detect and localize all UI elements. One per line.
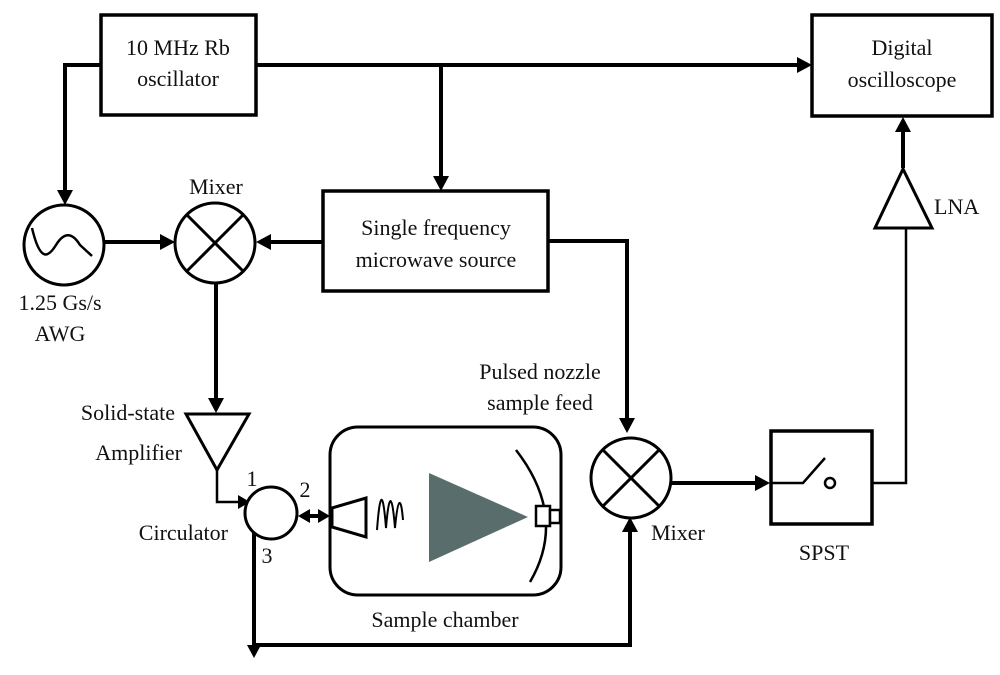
arrowhead-amp	[208, 398, 224, 413]
spst-label: SPST	[799, 540, 850, 565]
wave-pulse-icon	[376, 498, 404, 531]
awg-line2: AWG	[35, 321, 86, 346]
rb-oscillator-block: 10 MHz Rb oscillator	[99, 13, 258, 117]
oscilloscope-line2: oscilloscope	[848, 67, 957, 92]
awg-icon	[22, 203, 106, 287]
arrowhead-circ-port1	[238, 495, 250, 509]
arrowhead-scope-bottom	[895, 117, 911, 132]
wire-mw-to-mixer2	[548, 239, 629, 420]
switch-icon	[771, 457, 826, 485]
amplifier-block: Solid-state Amplifier	[81, 400, 252, 474]
mixer1-label: Mixer	[189, 174, 243, 199]
arrowhead-mixer1-right	[256, 234, 271, 250]
amplifier-icon	[183, 412, 252, 474]
oscilloscope-line1: Digital	[871, 35, 932, 60]
nozzle-label-group: Pulsed nozzle sample feed	[479, 359, 601, 415]
nozzle-icon	[534, 504, 552, 528]
lna-icon	[872, 165, 935, 230]
arrowhead-circ-port2	[298, 509, 310, 523]
molecular-beam-icon	[429, 473, 528, 562]
sine-wave-icon	[30, 227, 93, 257]
rb-oscillator-line2: oscillator	[137, 66, 220, 91]
mw-source-block: Single frequency microwave source	[321, 189, 550, 293]
arrowhead-chamber	[318, 509, 330, 523]
arrowhead-awg	[57, 190, 73, 205]
circulator-icon	[243, 485, 299, 541]
arrowhead-scope	[797, 57, 812, 73]
sample-chamber-block: Sample chamber	[328, 425, 563, 632]
rb-oscillator-line1: 10 MHz Rb	[126, 35, 230, 60]
arrowhead-loop-down	[247, 645, 261, 658]
amplifier-line2: Amplifier	[95, 440, 182, 465]
nozzle-line1: Pulsed nozzle	[479, 359, 601, 384]
spst-block: SPST	[769, 429, 874, 565]
circulator-label: Circulator	[139, 520, 229, 545]
amplifier-line1: Solid-state	[81, 400, 175, 425]
awg-line1: 1.25 Gs/s	[18, 290, 101, 315]
awg-block: 1.25 Gs/s AWG	[18, 203, 106, 346]
chamber-label: Sample chamber	[371, 607, 519, 632]
arrowhead-mixer2-top	[619, 418, 635, 433]
wire-amp-to-circ	[215, 470, 240, 504]
circulator-block: Circulator 1 2 3	[139, 466, 311, 568]
mixer2-label: Mixer	[651, 520, 705, 545]
wires	[57, 57, 911, 658]
oscilloscope-block: Digital oscilloscope	[810, 13, 994, 118]
arrowhead-mixer1-left	[160, 234, 175, 250]
nozzle-line2: sample feed	[487, 390, 593, 415]
circulator-port2: 2	[300, 477, 311, 502]
mixer1-block: Mixer	[173, 174, 257, 285]
arrowhead-mw	[433, 176, 449, 191]
arrowhead-spst	[755, 475, 770, 491]
arrowhead-mixer2-bottom	[622, 517, 638, 532]
lna-block: LNA	[872, 165, 979, 230]
lna-label: LNA	[934, 194, 979, 219]
circulator-port3: 3	[262, 543, 273, 568]
wire-circ-to-mixer2	[252, 530, 632, 647]
circulator-port1: 1	[247, 466, 258, 491]
mw-source-line2: microwave source	[356, 247, 517, 272]
wire-rb-to-awg	[63, 63, 101, 192]
mixer2-block: Mixer	[589, 436, 706, 545]
horn-antenna-icon	[330, 495, 368, 540]
mw-source-line1: Single frequency	[361, 215, 511, 240]
